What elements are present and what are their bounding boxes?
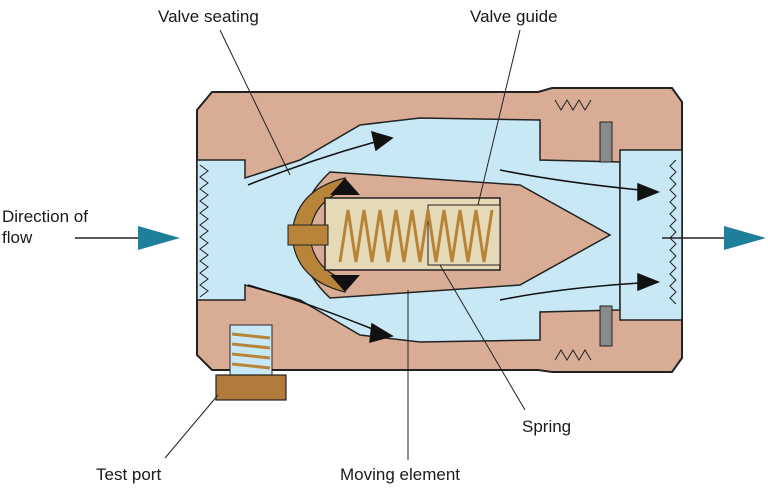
outlet-threads <box>554 99 677 361</box>
test-port-nut <box>215 374 287 401</box>
leader-lines <box>164 29 526 460</box>
label-test-port: Test port <box>96 465 162 484</box>
inlet-threads <box>199 164 209 298</box>
outlet-bore <box>619 149 683 321</box>
spring <box>338 209 494 263</box>
lower-gasket <box>599 305 613 347</box>
label-valve-seating: Valve seating <box>158 7 259 26</box>
direction-arrows <box>75 226 766 250</box>
internal-flow-arrows <box>247 130 661 344</box>
seat-arrow-down-icon <box>330 275 360 292</box>
valve-stem <box>287 224 329 246</box>
label-valve-guide: Valve guide <box>470 7 558 26</box>
label-moving-element: Moving element <box>340 465 461 484</box>
label-direction-of-flow: Direction of flow <box>2 207 88 247</box>
test-port-spring <box>231 332 271 370</box>
label-spring: Spring <box>522 417 572 436</box>
seat-arrow-up-icon <box>330 178 360 195</box>
flow-arrow-right-icon <box>724 226 766 250</box>
upper-gasket <box>599 121 613 163</box>
flow-arrow-right-icon <box>138 226 180 250</box>
